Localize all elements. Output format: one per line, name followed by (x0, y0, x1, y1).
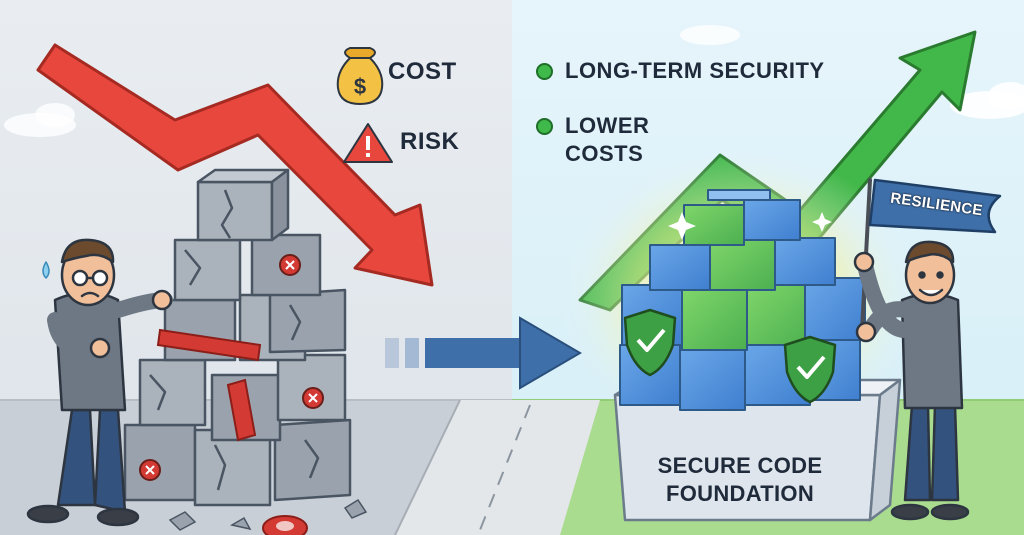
check-dot-icon (536, 63, 553, 80)
transition-arrow (385, 316, 582, 390)
money-bag-icon (336, 47, 384, 106)
warning-icon (343, 123, 393, 163)
cost-label: COST (388, 58, 457, 85)
red-tape (156, 328, 262, 442)
bug-icon (139, 254, 324, 481)
tape-roll-icon (262, 515, 308, 535)
cloud-left (4, 103, 76, 137)
benefit-item-long-term-security: LONG-TERM SECURITY (536, 57, 825, 85)
confident-developer (853, 178, 1002, 521)
benefit-item-lower-costs: LOWER COSTS (536, 112, 685, 168)
check-dot-icon (536, 118, 553, 135)
path-road (394, 399, 600, 535)
dollar-sign-icon: $ (354, 74, 366, 99)
crumbling-block-pile (123, 168, 352, 507)
benefit-label: LOWER COSTS (565, 113, 650, 166)
risk-label: RISK (400, 128, 460, 155)
sparkle-icon (668, 212, 832, 240)
worried-developer (26, 238, 173, 527)
shield-check-icon (783, 335, 837, 404)
foundation-label: SECURE CODE FOUNDATION (657, 453, 823, 506)
declining-arrow (36, 43, 434, 287)
shield-check-icon (623, 308, 677, 377)
debris (168, 498, 368, 531)
benefit-label: LONG-TERM SECURITY (565, 58, 825, 83)
